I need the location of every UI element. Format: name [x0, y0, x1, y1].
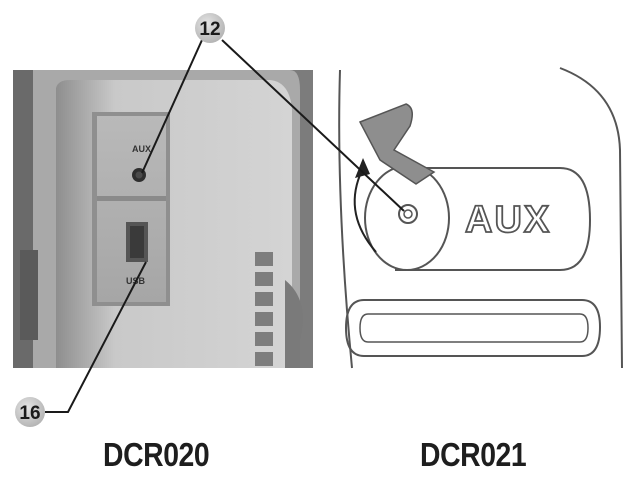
flap-tab [358, 103, 436, 185]
dcr020-photo [13, 70, 313, 368]
callout-16-leader [45, 261, 147, 413]
dcr020-caption: DCR020 [103, 436, 210, 473]
callout-16-number: 16 [19, 403, 40, 424]
callout-12: 12 [195, 13, 225, 43]
callout-12-number: 12 [199, 19, 220, 40]
aux-embossed-label: AUX [465, 199, 551, 241]
dcr021-drawing [338, 67, 623, 369]
aux-label: AUX [132, 144, 151, 154]
callout-16: 16 [15, 397, 45, 427]
rotation-arrow-head [355, 158, 370, 178]
dcr021-caption: DCR021 [420, 436, 527, 473]
callout-12-leaders [141, 39, 405, 212]
